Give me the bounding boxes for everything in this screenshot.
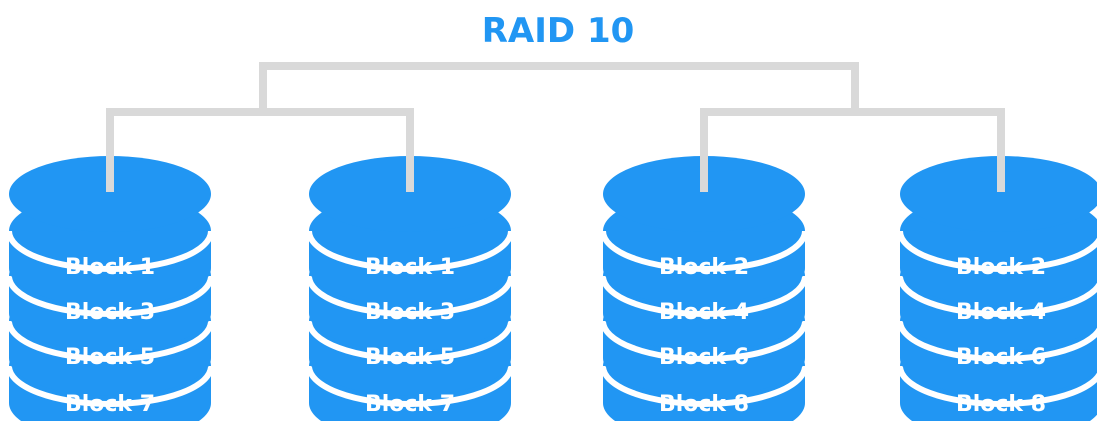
block-label: Block 5 <box>365 345 455 370</box>
layer-separator <box>306 320 514 362</box>
block-label: Block 7 <box>65 392 155 417</box>
layer-separator <box>897 230 1097 272</box>
layer-separator <box>306 365 514 407</box>
block-label: Block 6 <box>956 345 1046 370</box>
layer-separator <box>306 230 514 272</box>
connector-top-bracket <box>259 62 859 108</box>
block-label: Block 8 <box>956 392 1046 417</box>
block-label: Block 4 <box>659 300 749 325</box>
block-label: Block 6 <box>659 345 749 370</box>
raid-connector-tree <box>106 62 1005 192</box>
block-label: Block 2 <box>956 255 1046 280</box>
layer-separator <box>897 365 1097 407</box>
layer-separator <box>6 365 214 407</box>
layer-separator <box>897 320 1097 362</box>
block-label: Block 3 <box>65 300 155 325</box>
block-label: Block 1 <box>365 255 455 280</box>
disk-1: Block 1 Block 3 Block 5 Block 7 <box>6 156 214 421</box>
block-label: Block 7 <box>365 392 455 417</box>
block-label: Block 2 <box>659 255 749 280</box>
disk-top-cap <box>309 156 511 232</box>
layer-separator <box>6 320 214 362</box>
block-label: Block 1 <box>65 255 155 280</box>
layer-separator <box>600 365 808 407</box>
diagram-title: RAID 10 <box>482 11 635 51</box>
layer-separator <box>306 275 514 317</box>
block-label: Block 5 <box>65 345 155 370</box>
layer-separator <box>600 320 808 362</box>
block-label: Block 3 <box>365 300 455 325</box>
disk-2: Block 1 Block 3 Block 5 Block 7 <box>306 156 514 421</box>
layer-separator <box>6 230 214 272</box>
block-label: Block 8 <box>659 392 749 417</box>
connector-right-mirror-bracket <box>700 108 1005 192</box>
layer-separator <box>600 230 808 272</box>
connector-left-mirror-bracket <box>106 108 414 192</box>
disk-top-cap <box>900 156 1097 232</box>
disk-top-cap <box>603 156 805 232</box>
layer-separator <box>6 275 214 317</box>
layer-separator <box>897 275 1097 317</box>
disk-top-cap <box>9 156 211 232</box>
disk-3: Block 2 Block 4 Block 6 Block 8 <box>600 156 808 421</box>
layer-separator <box>600 275 808 317</box>
block-label: Block 4 <box>956 300 1046 325</box>
disk-4: Block 2 Block 4 Block 6 Block 8 <box>897 156 1097 421</box>
